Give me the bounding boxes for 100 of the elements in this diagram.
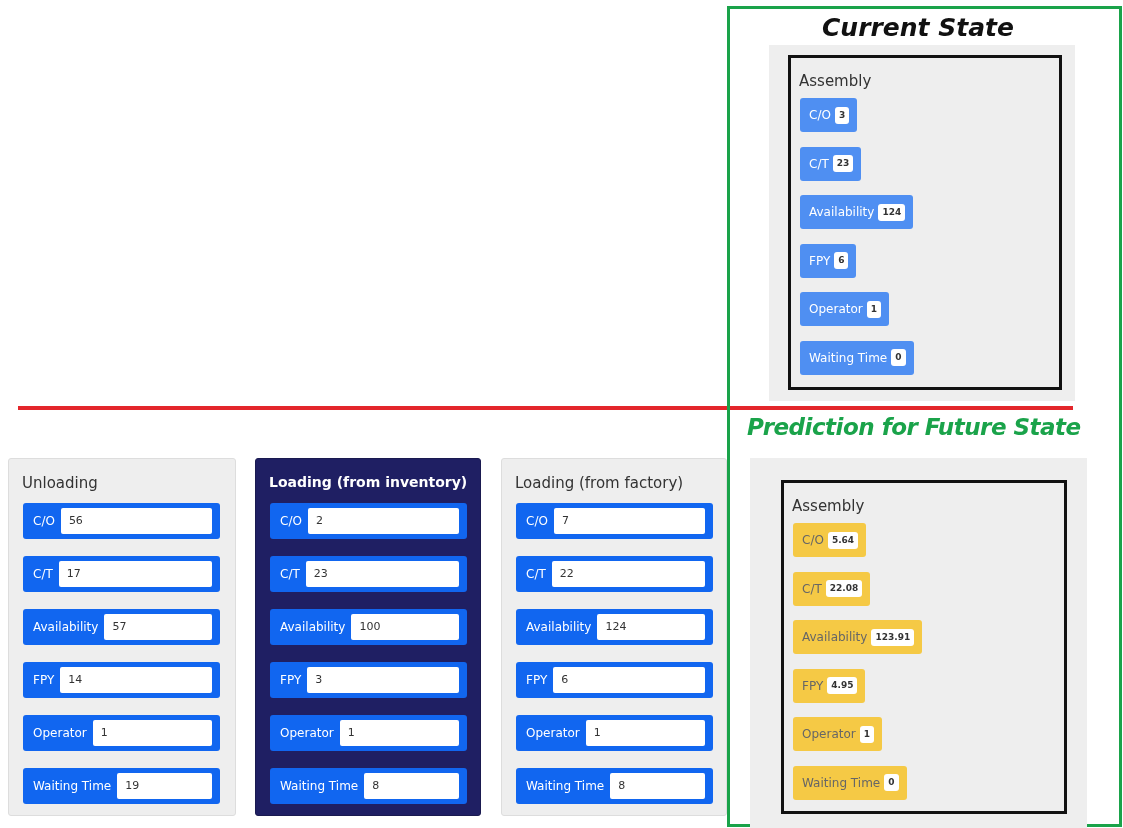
field-label: FPY <box>809 253 831 268</box>
metric-badge <box>800 292 889 326</box>
parameter-field <box>270 556 467 592</box>
section-heading: Prediction for Future State <box>747 414 1081 440</box>
field-label: Availability <box>33 620 99 634</box>
panel-title: Assembly <box>792 497 865 515</box>
input-field: 8 <box>364 773 459 799</box>
field-label: Operator <box>526 726 580 740</box>
parameter-field <box>516 715 713 751</box>
parameter-field <box>270 715 467 751</box>
metric-badge <box>793 765 907 800</box>
field-label: C/O <box>526 514 548 528</box>
parameter-field <box>270 662 467 698</box>
station-panel <box>501 458 727 816</box>
parameter-field <box>516 503 713 539</box>
field-label: Availability <box>809 205 875 219</box>
field-label: Waiting Time <box>526 779 605 793</box>
value-badge: 3 <box>834 106 850 124</box>
input-field: 56 <box>60 508 212 534</box>
parameter-field <box>23 609 220 645</box>
metric-badge <box>800 340 914 375</box>
field-label: C/T <box>526 567 546 581</box>
parameter-field <box>516 556 713 592</box>
field-label: Availability <box>280 620 346 634</box>
metric-badge <box>793 620 923 654</box>
station-panel <box>8 458 236 816</box>
input-field: 100 <box>351 614 459 640</box>
field-label: Waiting Time <box>809 350 888 365</box>
field-label: Waiting Time <box>802 775 881 790</box>
input-field: 22 <box>551 561 705 587</box>
field-label: Waiting Time <box>33 779 112 793</box>
field-label: C/O <box>802 533 824 547</box>
value-badge: 124 <box>878 203 906 221</box>
field-label: Operator <box>280 726 334 740</box>
field-label: Operator <box>809 302 863 316</box>
section-heading: Current State <box>822 13 1014 42</box>
parameter-field <box>23 503 220 539</box>
field-label: FPY <box>33 673 55 687</box>
value-badge: 1 <box>859 725 874 743</box>
metric-badge <box>793 717 882 751</box>
input-field: 1 <box>339 720 459 746</box>
value-badge: 0 <box>891 349 906 366</box>
field-label: C/O <box>280 514 302 528</box>
metric-badge <box>800 243 857 278</box>
parameter-field <box>23 768 220 804</box>
parameter-field <box>23 715 220 751</box>
metric-badge <box>793 571 871 606</box>
input-field: 6 <box>553 667 705 693</box>
value-badge: 23 <box>832 155 854 172</box>
value-badge: 0 <box>884 774 899 791</box>
field-label: FPY <box>526 673 548 687</box>
parameter-field <box>516 609 713 645</box>
parameter-field <box>270 768 467 804</box>
field-label: C/T <box>802 581 822 596</box>
value-badge: 5.64 <box>827 531 859 549</box>
input-field: 3 <box>307 667 459 693</box>
field-label: FPY <box>280 673 302 687</box>
input-field: 57 <box>104 614 212 640</box>
station-panel <box>255 458 481 816</box>
metric-badge <box>793 523 867 557</box>
input-field: 14 <box>60 667 212 693</box>
metric-badge <box>800 146 862 181</box>
input-field: 2 <box>307 508 459 534</box>
metric-badge <box>793 668 866 703</box>
value-badge: 123.91 <box>871 628 915 646</box>
panel-background <box>750 458 1087 828</box>
highlight-frame <box>727 6 1122 827</box>
field-label: Operator <box>802 727 856 741</box>
parameter-field <box>270 503 467 539</box>
field-label: Availability <box>526 620 592 634</box>
field-label: C/O <box>33 514 55 528</box>
metric-badge <box>800 98 858 132</box>
value-badge: 22.08 <box>825 580 863 597</box>
parameter-field <box>516 768 713 804</box>
value-badge: 1 <box>866 300 881 318</box>
parameter-field <box>516 662 713 698</box>
parameter-field <box>270 609 467 645</box>
input-field: 124 <box>597 614 705 640</box>
panel-title: Loading (from factory) <box>515 474 684 492</box>
input-field: 23 <box>305 561 459 587</box>
input-field: 19 <box>117 773 212 799</box>
field-label: C/T <box>33 567 53 581</box>
field-label: C/T <box>809 156 829 171</box>
field-label: C/T <box>280 567 300 581</box>
station-box <box>781 480 1067 814</box>
input-field: 1 <box>585 720 705 746</box>
input-field: 1 <box>92 720 212 746</box>
field-label: FPY <box>802 678 824 693</box>
field-label: Operator <box>33 726 87 740</box>
panel-title: Assembly <box>799 72 872 90</box>
field-label: C/O <box>809 108 831 122</box>
field-label: Availability <box>802 630 868 644</box>
panel-background <box>769 45 1075 401</box>
field-label: Waiting Time <box>280 779 359 793</box>
panel-title: Unloading <box>22 474 98 492</box>
parameter-field <box>23 662 220 698</box>
station-box <box>788 55 1062 390</box>
value-badge: 4.95 <box>827 677 858 694</box>
value-badge: 6 <box>834 252 849 269</box>
parameter-field <box>23 556 220 592</box>
